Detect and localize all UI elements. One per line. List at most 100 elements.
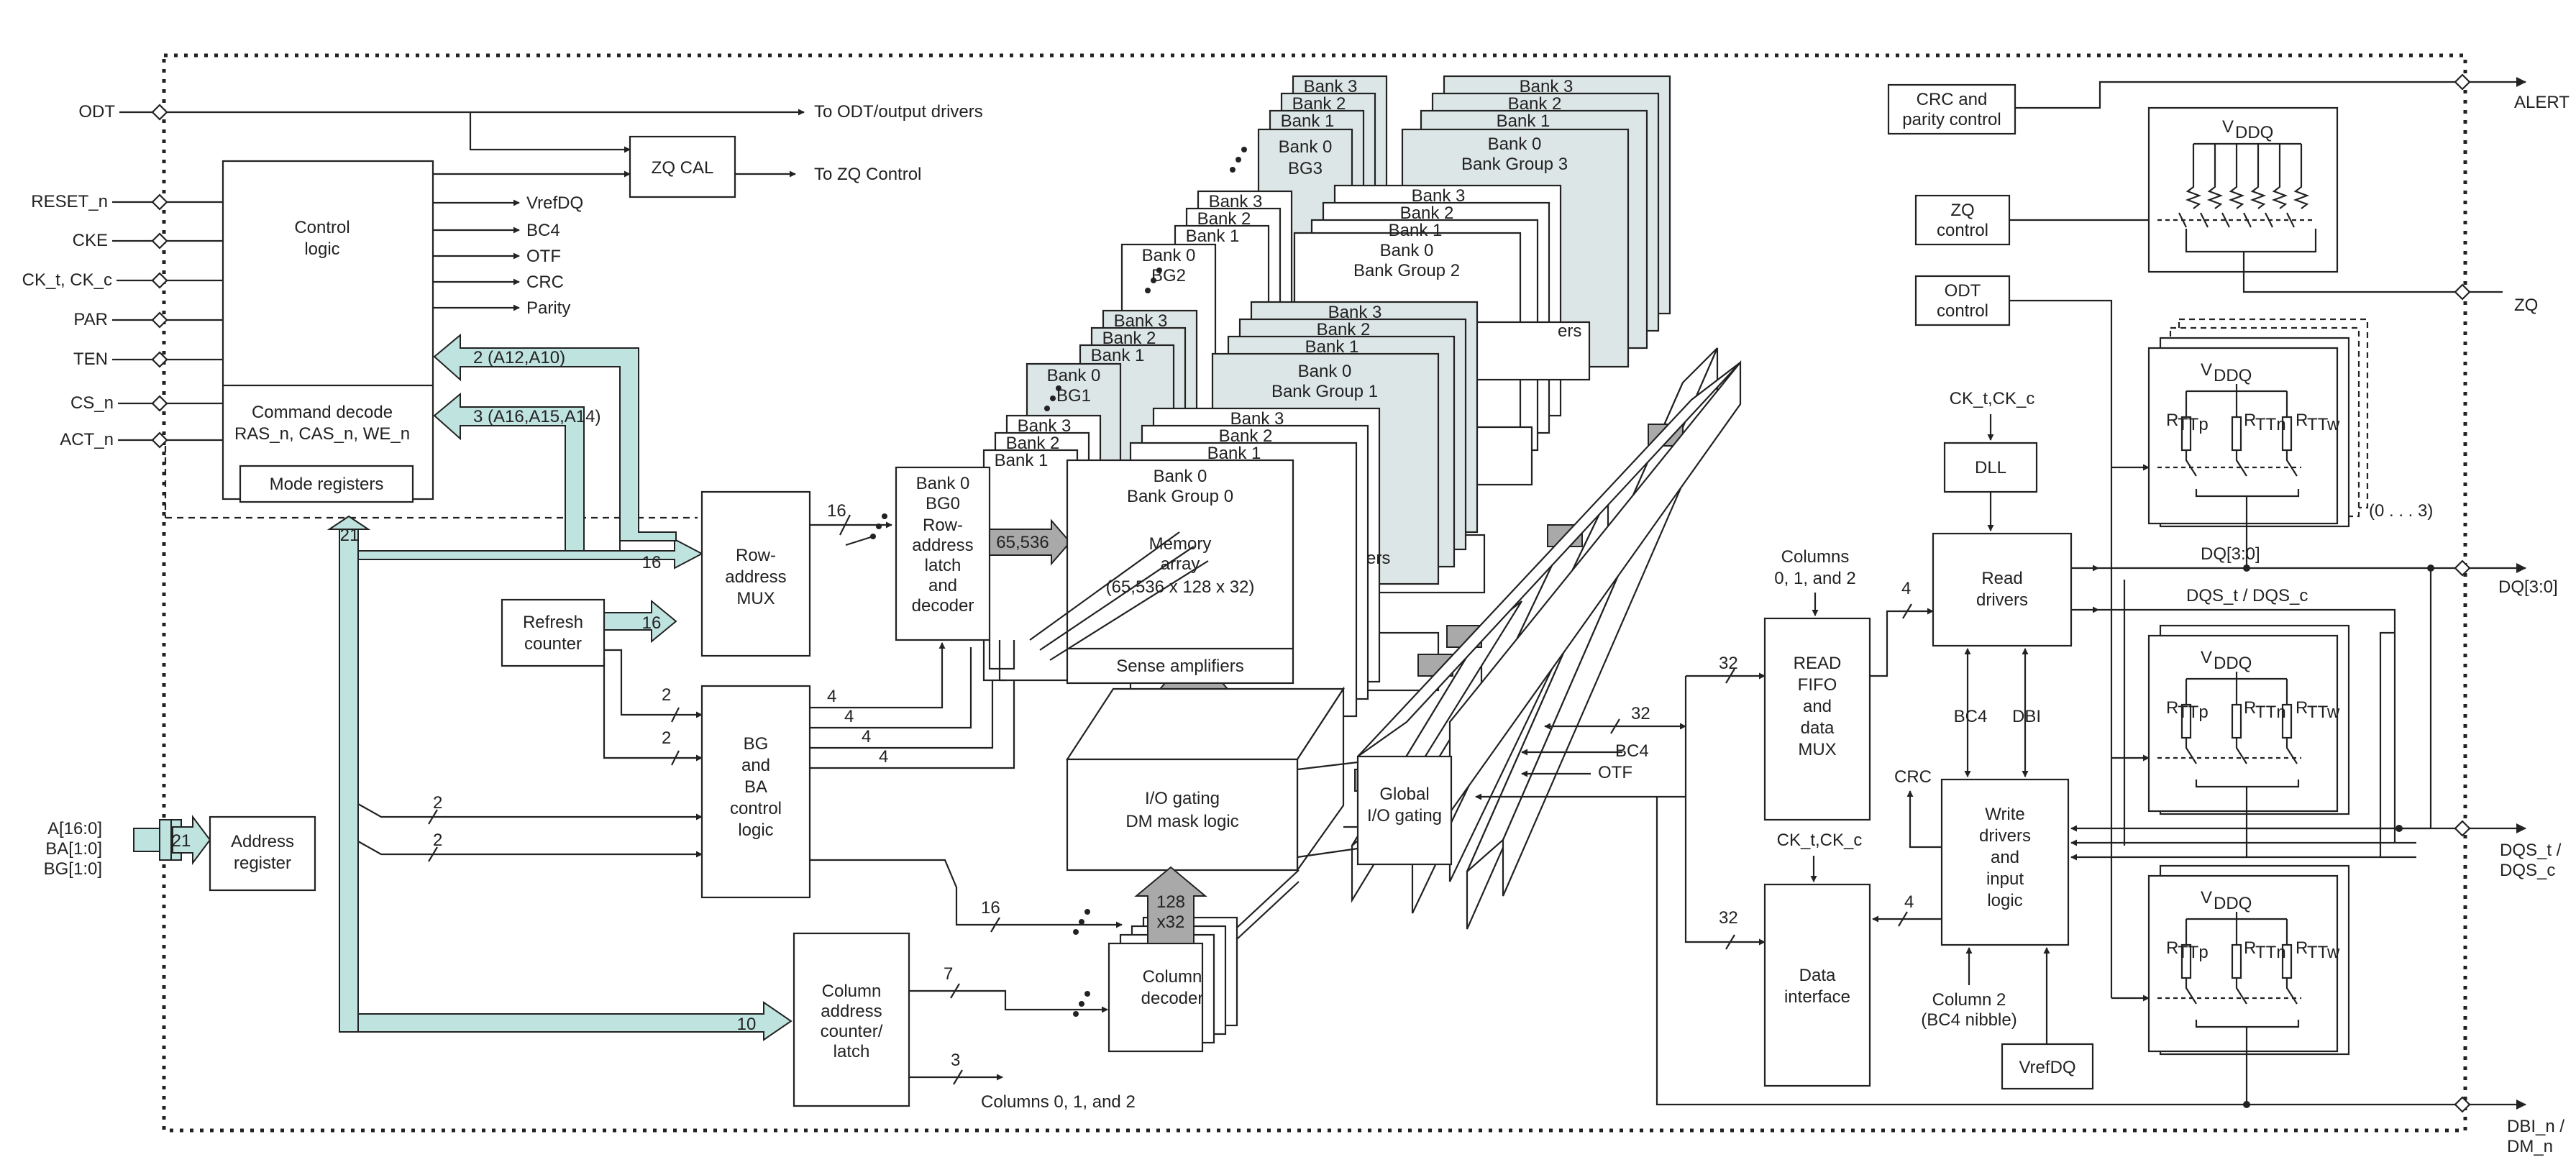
ck-top-label: CK_t,CK_c <box>1950 389 2035 408</box>
dbi-label: DBI <box>2012 707 2041 726</box>
bg0-bank1: Bank 1 <box>995 451 1049 470</box>
pin-cs: CS_n <box>70 393 168 413</box>
bg1-bank3: Bank 3 <box>1114 311 1168 331</box>
control-logic-block: Control logic Command decode RAS_n, CAS_… <box>221 160 434 503</box>
address-pins: A[16:0] BA[1:0] BG[1:0] <box>44 819 102 879</box>
pin-dbi: DBI_n / DM_n <box>2454 1096 2564 1156</box>
rttn-r-dq: R <box>2244 411 2256 430</box>
pin-label-cs: CS_n <box>70 393 114 413</box>
bg2-arr-bank1: Bank 1 <box>1389 221 1443 240</box>
bg0-arr-bank2: Bank 2 <box>1219 426 1273 446</box>
bg-ba-label-1: BG <box>744 734 769 754</box>
left-pins: ODT RESET_n CKE CK_t, CK_c PAR TEN CS_n … <box>22 102 168 449</box>
mode-registers-label: Mode registers <box>270 475 384 494</box>
control-logic-label-1: Control <box>294 218 350 237</box>
bg2-group: BG2 <box>1151 266 1186 285</box>
bg3-arr-bank3: Bank 3 <box>1520 77 1574 96</box>
vrefdq-block-label: VrefDQ <box>2019 1058 2075 1077</box>
bank-group-0-stack: Bank 3 Bank 2 Bank 1 Bank 0 BG0 Row- add… <box>845 407 1390 718</box>
data-interface-label-2: interface <box>1784 987 1850 1007</box>
pin-label-dbi-2: DM_n <box>2507 1137 2553 1156</box>
sig-bc4-label: BC4 <box>1615 741 1649 761</box>
crc-parity-block: CRC and parity control <box>1887 81 2462 135</box>
bus-a16-a14-label: 3 (A16,A15,A14) <box>473 407 600 426</box>
di-4-label: 4 <box>1904 892 1914 912</box>
write-drivers-label-3: and <box>1991 848 2019 867</box>
fifo-32-label: 32 <box>1719 654 1738 673</box>
zq-resistor-network: V DDQ <box>2147 106 2462 293</box>
bg1-arr-bank2: Bank 2 <box>1317 320 1371 339</box>
bc4-r-label: BC4 <box>1954 707 1988 726</box>
out-crc: CRC <box>526 273 564 292</box>
rttn-dbi: TTn <box>2255 943 2286 962</box>
row-latch-label-6: and <box>928 576 957 595</box>
bg3-bank2: Bank 2 <box>1292 94 1346 114</box>
bg1-bank2: Bank 2 <box>1102 329 1156 348</box>
crc-parity-label-1: CRC and <box>1917 90 1988 109</box>
range-03-label: (0 . . . 3) <box>2369 501 2433 521</box>
bg-bus-4d: 4 <box>879 747 888 767</box>
rttp-r-dq: R <box>2166 411 2178 430</box>
io-gating-block: I/O gating DM mask logic <box>1065 686 1346 873</box>
bg0-arr-bank3: Bank 3 <box>1230 409 1284 429</box>
right-pins: ALERT ZQ DQ[3:0] DQS_t / DQS_c DBI_n / D… <box>2454 73 2570 1156</box>
bg-ba-label-3: BA <box>744 777 767 797</box>
bg2-arr-bank0: Bank 0 <box>1380 241 1434 260</box>
global-io-label-2: I/O gating <box>1367 806 1442 826</box>
data-interface-block: Data interface CK_t,CK_c 4 <box>1763 831 1942 1087</box>
bg-ba-label-5: logic <box>738 820 773 840</box>
bg2-bank3: Bank 3 <box>1209 192 1263 211</box>
addr-2b: 2 <box>433 831 442 850</box>
write-drivers-label-2: drivers <box>1979 826 2031 846</box>
pin-reset: RESET_n <box>31 192 168 211</box>
row-latch-label-3: Row- <box>923 516 963 535</box>
rttw-dbi: TTw <box>2307 943 2340 962</box>
bg3-bank0: Bank 0 <box>1279 137 1333 157</box>
row-latch-label-1: Bank 0 <box>916 474 970 493</box>
data-interface-label-1: Data <box>1799 966 1836 985</box>
pin-cke: CKE <box>73 231 168 250</box>
to-odt-label: To ODT/output drivers <box>814 102 983 122</box>
zq-cal-block: ZQ CAL To ZQ Control <box>629 135 921 198</box>
row-latch-label-4: address <box>912 536 973 555</box>
vddq-sub-dqs: DDQ <box>2214 654 2252 673</box>
rttn-r-dqs: R <box>2244 698 2256 718</box>
bg2-arr-bank2: Bank 2 <box>1400 204 1454 223</box>
pin-odt: ODT <box>78 102 168 122</box>
di-32-label: 32 <box>1719 908 1738 928</box>
rttp-r-dqs: R <box>2166 698 2178 718</box>
vddq-label-dq: V <box>2201 360 2212 380</box>
refresh-2b: 2 <box>662 728 671 748</box>
bg0-trunc: ers <box>1366 549 1390 568</box>
bus-16-label: 16 <box>642 553 662 572</box>
read-drivers-label-1: Read <box>1981 569 2022 588</box>
dq-outputs: DQ[3:0] DQS_t / DQS_c <box>2098 544 2462 1108</box>
write-drivers-block: Write drivers and input logic Column 2 (… <box>1921 778 2431 1090</box>
column-counter-block: Column address counter/ latch 7 3 Column… <box>793 932 1136 1112</box>
odt-control-label-2: control <box>1937 301 1988 321</box>
bg3-group: BG3 <box>1288 159 1323 178</box>
bg3-bank1: Bank 1 <box>1281 111 1335 131</box>
io-gating-label-1: I/O gating <box>1145 789 1220 808</box>
column-counter-label-2: address <box>821 1002 882 1021</box>
rttw-r-dbi: R <box>2296 938 2308 958</box>
out-parity: Parity <box>526 298 570 318</box>
cols-012-top-label-2: 0, 1, and 2 <box>1774 569 1855 588</box>
read-fifo-label-1: READ <box>1794 654 1842 673</box>
bg-ba-label-4: control <box>730 799 782 818</box>
pin-label-alert: ALERT <box>2514 93 2570 112</box>
pin-act: ACT_n <box>60 430 168 449</box>
row-mux-label-3: MUX <box>736 589 775 608</box>
pin-wires <box>164 109 805 519</box>
row-latch-label-7: decoder <box>912 596 974 616</box>
command-decode-label-1: Command decode <box>252 403 393 422</box>
pin-label-dbi-1: DBI_n / <box>2507 1117 2564 1136</box>
read-drivers-label-2: drivers <box>1976 590 2028 610</box>
pin-ten: TEN <box>73 349 168 369</box>
dq30-internal-label: DQ[3:0] <box>2201 544 2260 564</box>
row-latch-label-2: BG0 <box>926 494 960 513</box>
bg-ba-label-2: and <box>741 756 770 775</box>
read-fifo-block: READ FIFO and data MUX Columns 0, 1, and… <box>1684 547 1934 950</box>
bg-bus-4a: 4 <box>827 687 836 706</box>
out-bc4: BC4 <box>526 221 560 240</box>
